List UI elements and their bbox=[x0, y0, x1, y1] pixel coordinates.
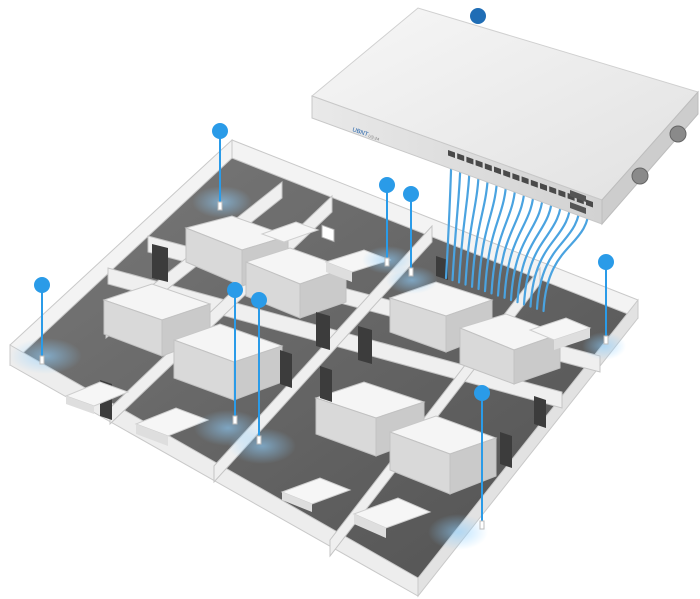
ethernet-port bbox=[540, 183, 547, 191]
access-point-pin[interactable] bbox=[403, 186, 419, 277]
switch-side-panel bbox=[601, 90, 699, 226]
ethernet-port bbox=[521, 176, 529, 185]
floor-plan bbox=[9, 138, 639, 598]
access-point-pin[interactable] bbox=[598, 254, 614, 345]
bed bbox=[64, 381, 130, 414]
switch-brand-label: UBNT bbox=[351, 127, 369, 138]
ethernet-port bbox=[494, 166, 501, 175]
sfp-ports bbox=[570, 190, 586, 214]
pin-marker[interactable] bbox=[251, 292, 267, 308]
ethernet-port bbox=[448, 150, 455, 158]
beds bbox=[64, 221, 592, 538]
bed bbox=[528, 317, 592, 350]
switch-status-screen bbox=[321, 224, 335, 243]
pin-marker[interactable] bbox=[227, 282, 243, 298]
ethernet-port bbox=[549, 186, 557, 195]
pin-marker[interactable] bbox=[34, 277, 50, 293]
switch-ports bbox=[448, 150, 593, 208]
ethernet-port bbox=[484, 163, 492, 172]
access-point-pin[interactable] bbox=[251, 292, 267, 445]
access-point-pin[interactable] bbox=[474, 385, 490, 530]
access-point-device bbox=[408, 267, 414, 277]
access-point-pin[interactable] bbox=[34, 277, 50, 365]
pin-marker[interactable] bbox=[379, 177, 395, 193]
pin-marker[interactable] bbox=[598, 254, 614, 270]
access-point-device bbox=[217, 201, 223, 211]
fan-icon bbox=[631, 167, 649, 185]
network-switch[interactable]: UBNT US-24 bbox=[311, 7, 699, 243]
ethernet-port bbox=[475, 159, 483, 168]
pin-marker[interactable] bbox=[212, 123, 228, 139]
ethernet-port bbox=[457, 153, 465, 162]
access-point-device bbox=[232, 415, 238, 425]
access-point-pin[interactable] bbox=[212, 123, 228, 211]
bed bbox=[260, 221, 320, 243]
access-point-pins bbox=[34, 123, 614, 530]
access-point-device bbox=[39, 355, 45, 365]
ethernet-port bbox=[466, 156, 474, 165]
access-point-device bbox=[384, 257, 390, 267]
ethernet-port bbox=[512, 173, 520, 182]
access-point-device bbox=[256, 435, 262, 445]
ethernet-port bbox=[503, 169, 511, 178]
access-point-pin[interactable] bbox=[227, 282, 243, 425]
ethernet-port bbox=[586, 199, 593, 208]
switch-status-indicator[interactable] bbox=[470, 8, 486, 24]
bed bbox=[280, 477, 352, 512]
pin-marker[interactable] bbox=[474, 385, 490, 401]
pin-marker[interactable] bbox=[403, 186, 419, 202]
switch-model-label: US-24 bbox=[368, 133, 381, 142]
access-point-device bbox=[603, 335, 609, 345]
access-point-pin[interactable] bbox=[379, 177, 395, 267]
coverage-glows bbox=[10, 186, 626, 550]
ethernet-port bbox=[558, 189, 566, 198]
ethernet-port bbox=[530, 179, 538, 188]
bathroom-blocks bbox=[102, 215, 562, 495]
access-point-device bbox=[479, 520, 485, 530]
fan-icon bbox=[669, 125, 687, 143]
bed bbox=[352, 497, 432, 538]
